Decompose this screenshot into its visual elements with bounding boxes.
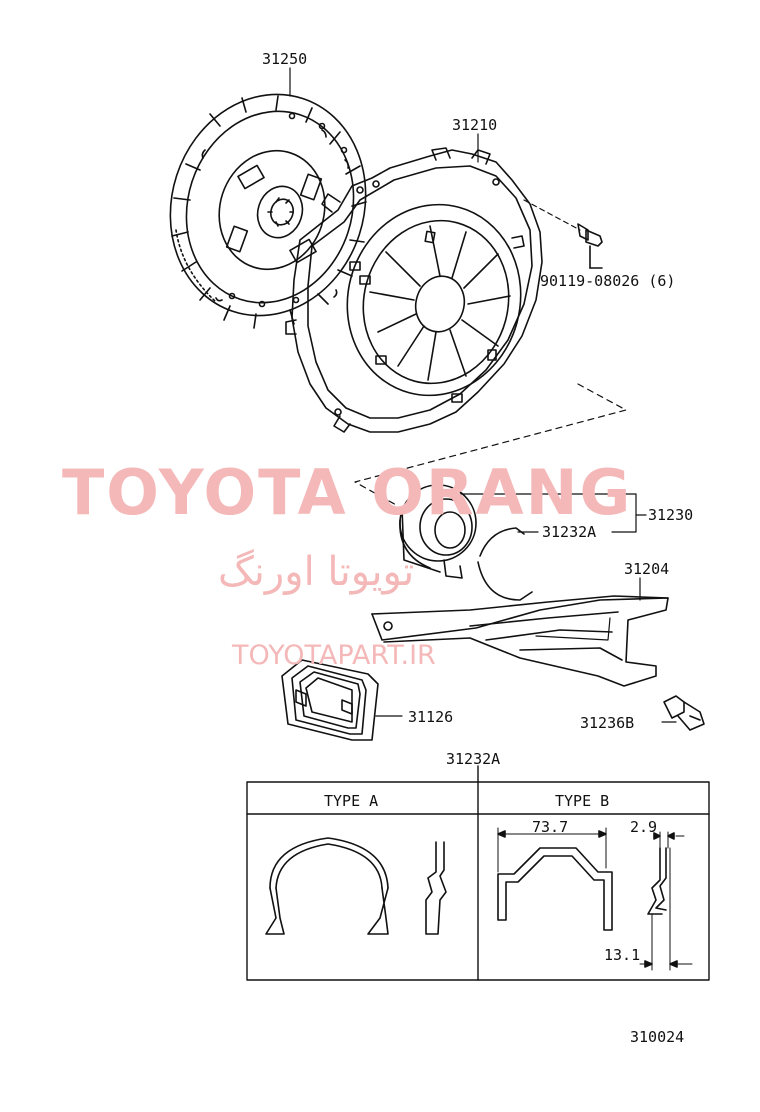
- watermark-brand: TOYOTA ORANG: [62, 456, 633, 529]
- clutch-cover-drawing: [285, 147, 543, 433]
- watermark-brand-persian: تویوتا اورنگ: [218, 549, 415, 595]
- label-pivot: 31236B: [580, 714, 635, 732]
- release-fork-drawing: [371, 595, 705, 731]
- dimension-depth: 13.1: [604, 946, 641, 964]
- type-a-clip-drawing: [265, 837, 447, 935]
- label-clip: 31232A: [542, 523, 597, 541]
- release-bearing-drawing: [399, 484, 533, 601]
- leader-31230-bracket: [459, 493, 637, 533]
- watermark-site: TOYOTAPART.IR: [232, 640, 436, 671]
- label-clutch-disc: 31250: [262, 50, 308, 68]
- type-b-clip-drawing: [497, 827, 693, 971]
- figure-code: 310024: [630, 1028, 685, 1046]
- label-release-bearing: 31230: [648, 506, 694, 524]
- label-clutch-cover: 31210: [452, 116, 498, 134]
- dimension-thickness: 2.9: [630, 818, 658, 836]
- type-a-header: TYPE A: [324, 792, 379, 810]
- bolt-drawing: [577, 223, 603, 269]
- type-b-header: TYPE B: [555, 792, 610, 810]
- label-boot: 31126: [408, 708, 454, 726]
- dimension-width: 73.7: [532, 818, 569, 836]
- dashed-leader-bearing: [354, 383, 627, 507]
- detail-table: [246, 765, 710, 981]
- dashed-leader-cover: [523, 199, 581, 231]
- detail-table-title: 31232A: [446, 750, 501, 768]
- label-bolt: 90119-08026 (6): [540, 272, 676, 290]
- label-release-fork: 31204: [624, 560, 670, 578]
- boot-drawing: [281, 659, 379, 741]
